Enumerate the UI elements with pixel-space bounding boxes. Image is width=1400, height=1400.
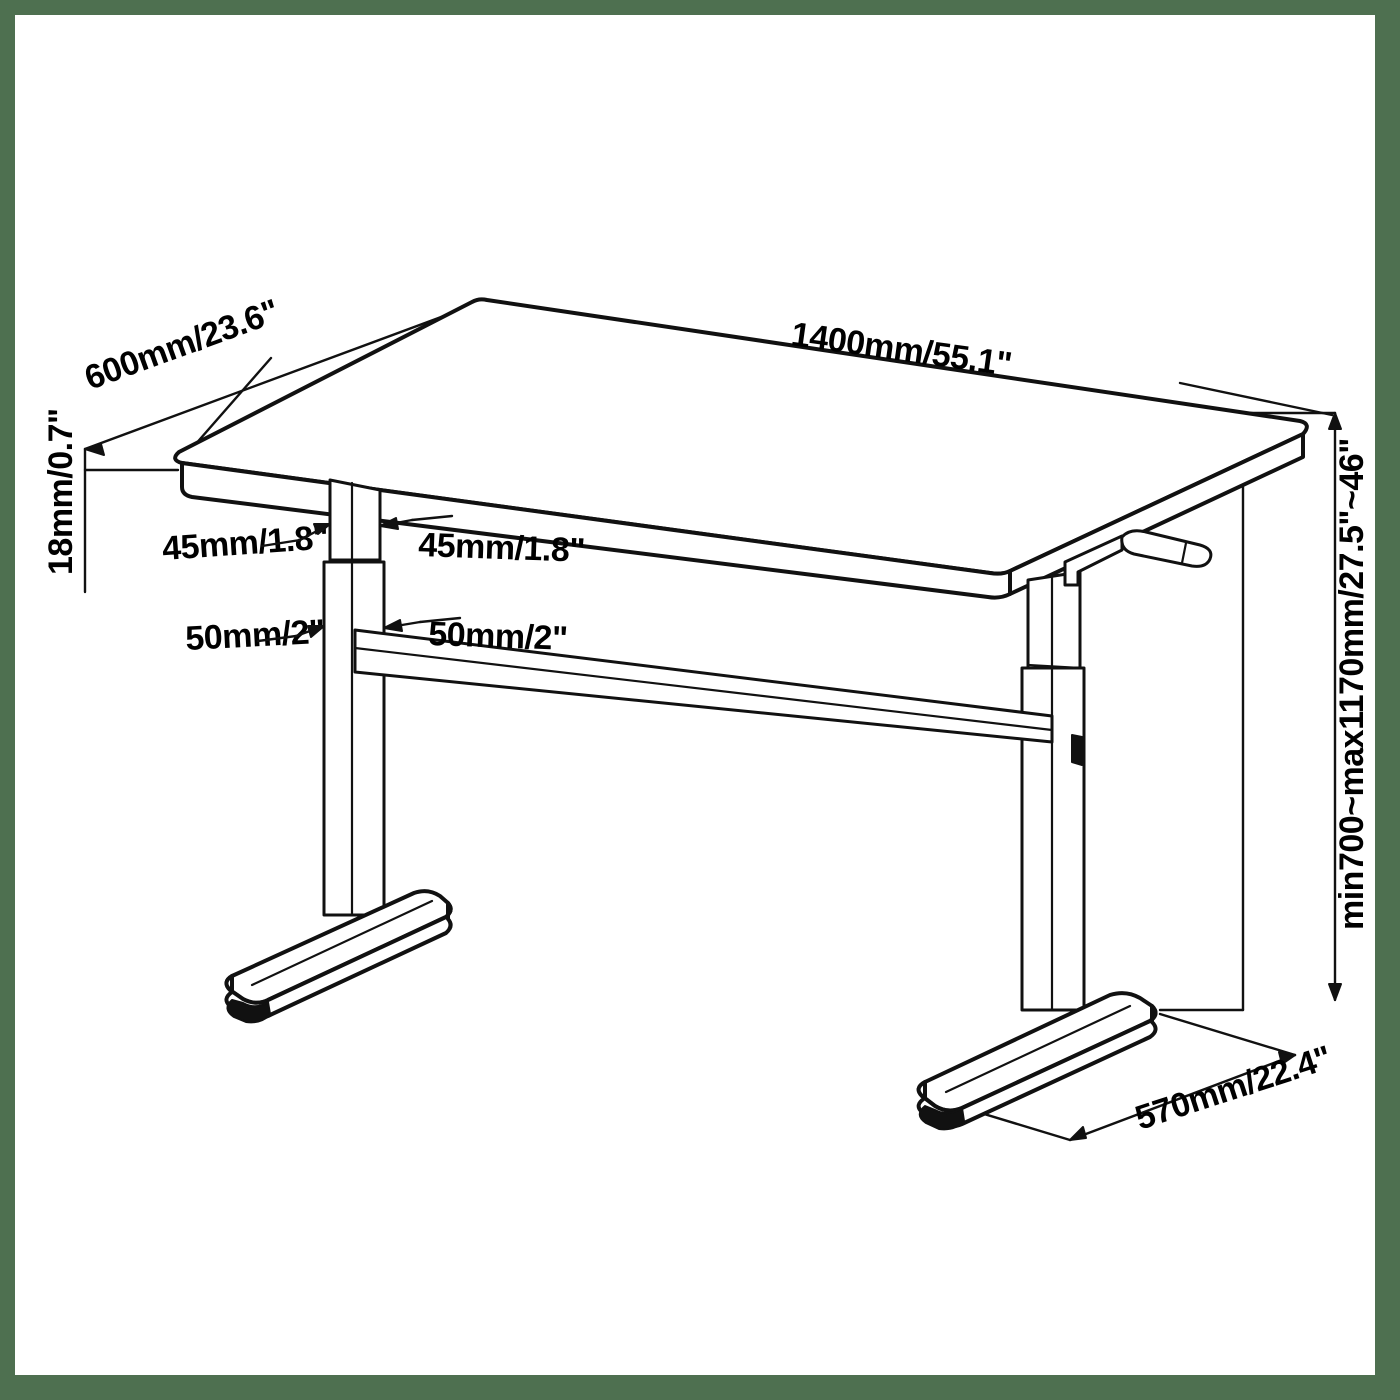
right-foot-inner-line — [944, 1004, 1132, 1094]
height-arrowhead-bottom — [1328, 983, 1342, 1001]
label-column-width-left: 45mm/1.8" — [161, 518, 330, 568]
depth-arrowhead-left — [84, 443, 105, 456]
crank-grip — [1120, 529, 1213, 568]
label-desktop-thickness: 18mm/0.7" — [42, 408, 80, 575]
label-height-range: min700~max1170mm/27.5"~46" — [1333, 438, 1371, 930]
leader-arrows-group — [256, 514, 462, 643]
height-arrowhead-top — [1328, 412, 1342, 430]
leader-45-left-tail — [260, 538, 302, 548]
right-base-foot — [916, 991, 1158, 1131]
left-foot-leveling-glide — [226, 999, 271, 1024]
desktop-front-edge — [180, 461, 1012, 600]
crossbar-midline — [353, 646, 1054, 732]
label-column-depth-left: 50mm/2" — [184, 613, 325, 658]
left-base-foot — [224, 889, 453, 1024]
leader-45-left-arrow — [313, 523, 331, 535]
hand-crank-handle — [1063, 529, 1213, 587]
leader-50-left-tail — [256, 634, 298, 643]
right-foot-leveling-glide — [918, 1105, 965, 1131]
label-column-depth-right: 50mm/2" — [428, 615, 569, 658]
leader-45-right-arrow — [379, 517, 399, 530]
label-column-width-right: 45mm/1.8" — [418, 526, 586, 570]
desktop-back-edge-line — [485, 298, 1302, 423]
depth-dimension-line — [83, 298, 489, 451]
leader-50-right-tail — [418, 616, 462, 624]
drawing-canvas: 600mm/23.6" 1400mm/55.1" 18mm/0.7" 45mm/… — [15, 15, 1375, 1375]
leader-50-left-arrow — [307, 625, 325, 638]
dimension-lines-group — [83, 298, 1342, 1142]
foot-depth-witness-a — [1158, 1012, 1297, 1057]
label-desktop-depth: 600mm/23.6" — [80, 292, 284, 397]
left-foot-inner-line — [250, 899, 434, 987]
crossbar-body — [353, 628, 1054, 744]
leader-45-right-tail — [410, 514, 454, 522]
crank-grip-cap-line — [1180, 541, 1188, 565]
foot-depth-dimension-line — [1068, 1053, 1297, 1142]
leader-50-right-arrow — [383, 619, 403, 632]
height-latch-icon — [1071, 734, 1083, 766]
right-telescoping-column — [1020, 570, 1086, 1012]
label-foot-depth: 570mm/22.4" — [1131, 1039, 1336, 1138]
foot-depth-arrowhead-right — [1278, 1051, 1296, 1065]
left-telescoping-column — [322, 478, 386, 917]
foot-depth-arrowhead-left — [1069, 1126, 1087, 1141]
left-column-upper-tube — [328, 478, 382, 562]
height-witness-top-lead — [1178, 381, 1334, 417]
center-support-beam — [353, 628, 1054, 744]
left-column-lower-tube — [322, 560, 386, 917]
